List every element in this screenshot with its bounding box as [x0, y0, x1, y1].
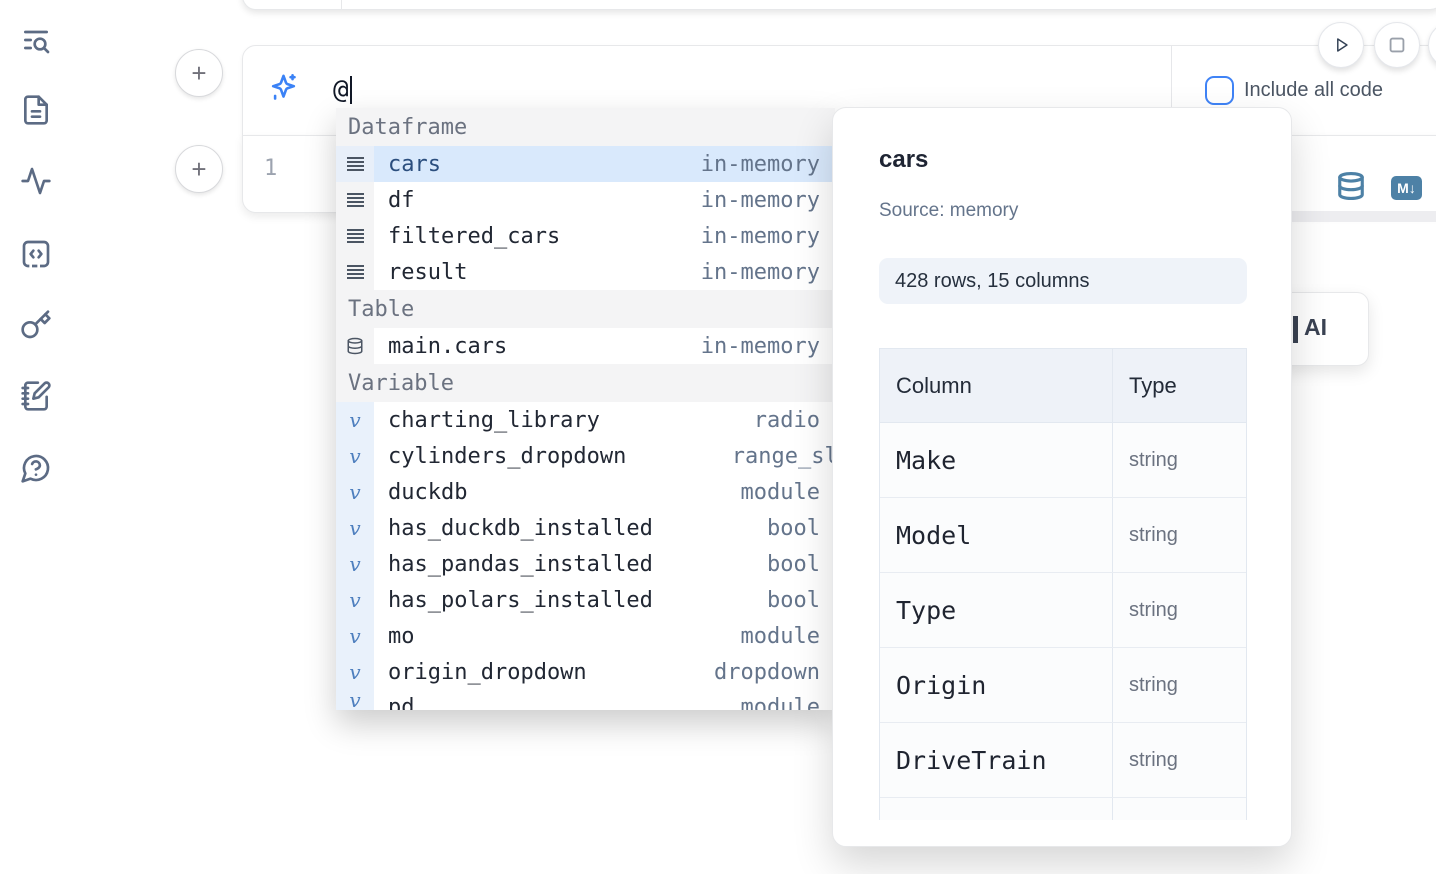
- table-row: Make string: [880, 423, 1246, 498]
- plus-icon: +: [191, 154, 207, 184]
- dataframe-preview-popover: cars Source: memory 428 rows, 15 columns…: [832, 107, 1292, 847]
- variable-icon: v: [349, 690, 361, 710]
- autocomplete-item-duckdb[interactable]: v duckdb module: [336, 474, 835, 510]
- list-search-icon[interactable]: [20, 24, 52, 56]
- variable-icon: v: [349, 624, 361, 648]
- cell-divider: [1171, 46, 1172, 136]
- run-cell-button[interactable]: [1318, 22, 1364, 68]
- plus-icon: +: [191, 58, 207, 88]
- autocomplete-item-df[interactable]: df in-memory: [336, 182, 835, 218]
- variable-icon: v: [349, 480, 361, 504]
- notebook-pen-icon[interactable]: [20, 380, 52, 412]
- dataframe-icon: [346, 193, 364, 207]
- preview-dimensions-badge: 428 rows, 15 columns: [879, 258, 1247, 304]
- column-header: Column: [880, 349, 1113, 422]
- key-icon[interactable]: [20, 309, 52, 341]
- play-icon: [1337, 38, 1348, 52]
- autocomplete-item-charting-library[interactable]: v charting_library radio: [336, 402, 835, 438]
- dataframe-icon: [346, 265, 364, 279]
- autocomplete-item-cars[interactable]: cars in-memory: [336, 146, 835, 182]
- sparkles-icon: [268, 72, 299, 103]
- ai-tab-label: AI: [1304, 314, 1327, 340]
- stop-icon: [1389, 37, 1405, 53]
- table-row: Type string: [880, 573, 1246, 648]
- autocomplete-item-has-duckdb-installed[interactable]: v has_duckdb_installed bool: [336, 510, 835, 546]
- preview-source: Source: memory: [879, 200, 1019, 221]
- include-all-code-checkbox[interactable]: [1205, 76, 1234, 105]
- database-toolbar-icon[interactable]: [1336, 171, 1366, 203]
- variable-icon: v: [349, 552, 361, 576]
- variable-icon: v: [349, 444, 361, 468]
- text-caret: [349, 76, 352, 104]
- section-header-dataframe: Dataframe: [336, 108, 835, 146]
- help-message-icon[interactable]: [20, 452, 52, 484]
- table-row: Origin string: [880, 648, 1246, 723]
- autocomplete-item-has-polars-installed[interactable]: v has_polars_installed bool: [336, 582, 835, 618]
- variable-icon: v: [349, 408, 361, 432]
- line-number: 1: [264, 156, 278, 181]
- autocomplete-item-origin-dropdown[interactable]: v origin_dropdown dropdown: [336, 654, 835, 690]
- autocomplete-item-has-pandas-installed[interactable]: v has_pandas_installed bool: [336, 546, 835, 582]
- variable-icon: v: [349, 660, 361, 684]
- autocomplete-item-mo[interactable]: v mo module: [336, 618, 835, 654]
- autocomplete-item-result[interactable]: result in-memory: [336, 254, 835, 290]
- preview-schema-table: Column Type Make string Model string Typ…: [879, 348, 1247, 820]
- variable-icon: v: [349, 588, 361, 612]
- dataframe-icon: [346, 229, 364, 243]
- file-text-icon[interactable]: [20, 94, 52, 126]
- previous-cell: [242, 0, 1436, 10]
- activity-icon[interactable]: [20, 165, 52, 197]
- autocomplete-dropdown: Dataframe cars in-memory df in-memory fi…: [336, 108, 835, 710]
- table-header-row: Column Type: [880, 349, 1246, 423]
- table-database-icon: [347, 337, 363, 355]
- autocomplete-item-clipped[interactable]: v pd module: [336, 690, 835, 710]
- stop-cell-button[interactable]: [1374, 22, 1420, 68]
- ai-prompt-input[interactable]: @: [333, 75, 352, 105]
- dataframe-icon: [346, 157, 364, 171]
- autocomplete-item-main-cars[interactable]: main.cars in-memory: [336, 328, 835, 364]
- autocomplete-item-filtered-cars[interactable]: filtered_cars in-memory: [336, 218, 835, 254]
- table-row: Model string: [880, 498, 1246, 573]
- add-cell-button-bottom[interactable]: +: [175, 145, 223, 193]
- autocomplete-item-cylinders-dropdown[interactable]: v cylinders_dropdown range_sli: [336, 438, 835, 474]
- section-header-variable: Variable: [336, 364, 835, 402]
- table-row: DriveTrain string: [880, 723, 1246, 798]
- preview-title: cars: [879, 146, 929, 173]
- type-header: Type: [1129, 372, 1177, 398]
- add-cell-button-top[interactable]: +: [175, 49, 223, 97]
- table-row-clipped: [880, 798, 1246, 820]
- occluded-letter-fragment: [1293, 316, 1298, 343]
- section-header-table: Table: [336, 290, 835, 328]
- markdown-badge-icon[interactable]: M↓: [1391, 176, 1422, 200]
- prompt-text: @: [333, 75, 349, 105]
- gutter-divider: [341, 0, 342, 9]
- code-square-icon[interactable]: [20, 238, 52, 270]
- variable-icon: v: [349, 516, 361, 540]
- include-all-code-label: Include all code: [1244, 79, 1383, 101]
